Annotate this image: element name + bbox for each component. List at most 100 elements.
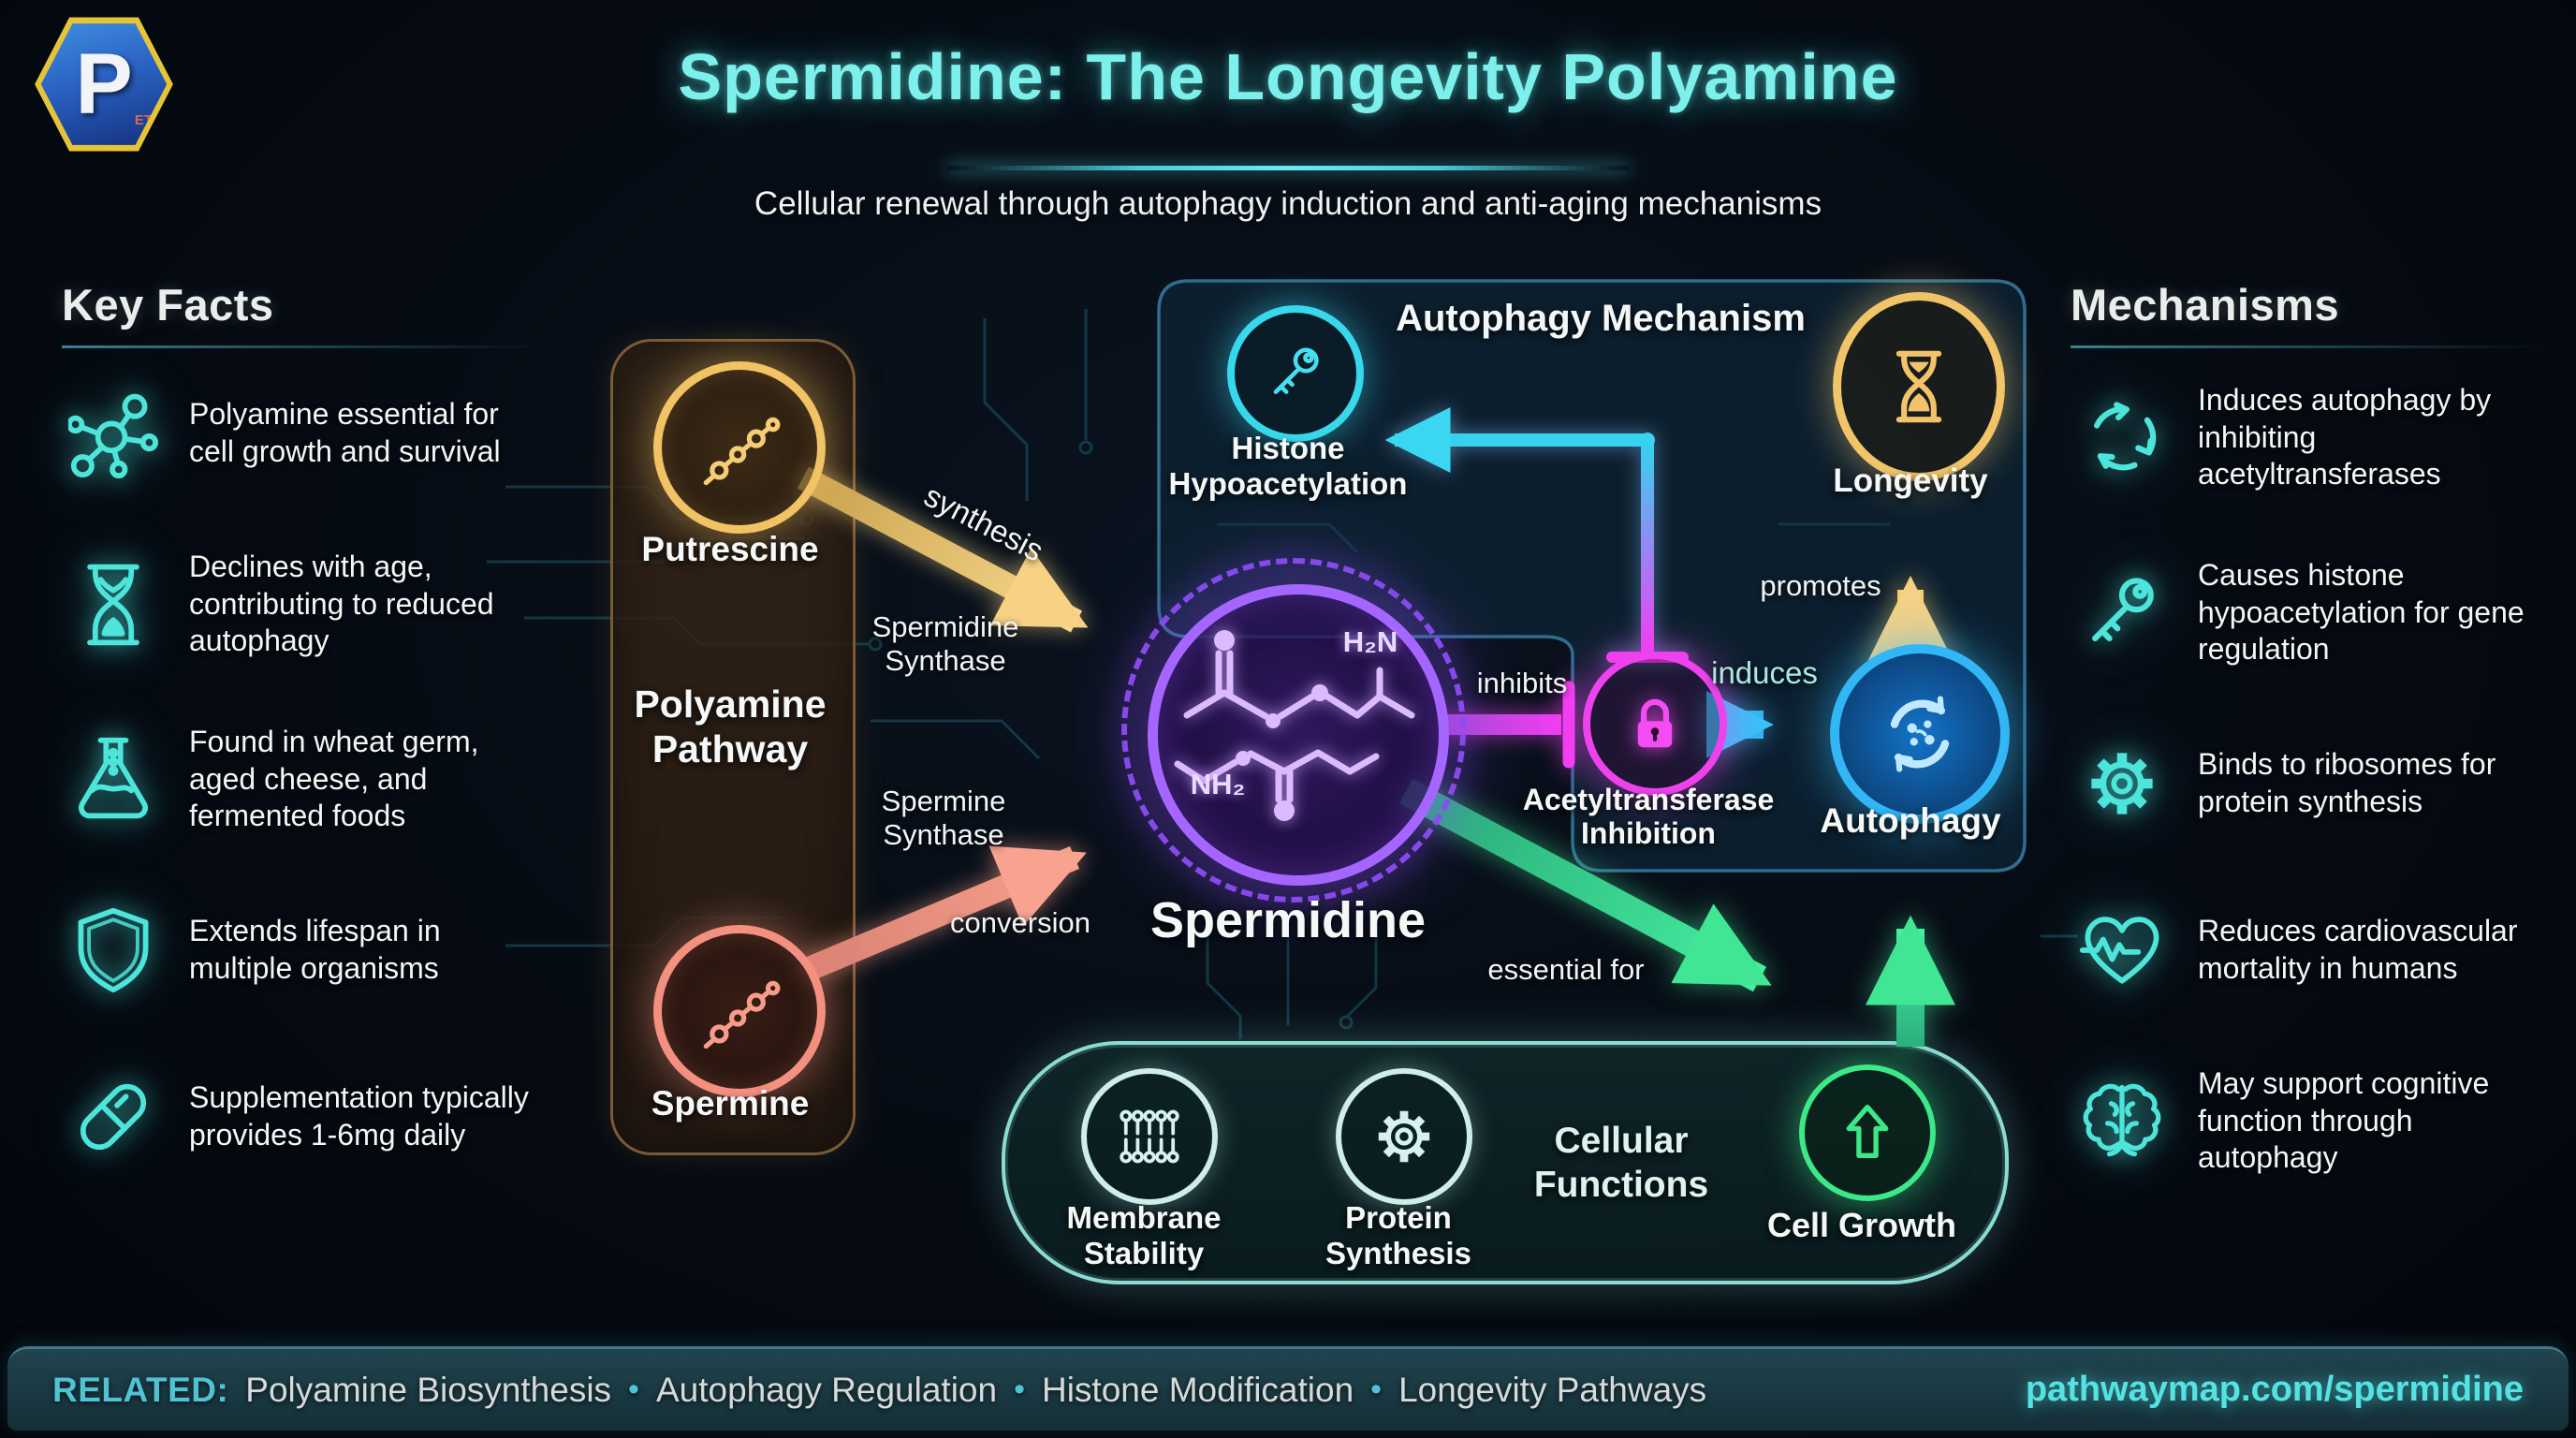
key-fact-text: Extends lifespan in multiple organisms: [189, 914, 441, 986]
longevity-node: [1833, 292, 2005, 481]
mechanism-item: Reduces cardiovascular mortality in huma…: [2071, 899, 2543, 1002]
key-fact-item: Extends lifespan in multiple organisms: [62, 899, 544, 1002]
shield-icon: [62, 899, 165, 1002]
key-fact-text: Supplementation typically provides 1-6mg…: [189, 1080, 529, 1152]
logo-subtext: ET: [134, 112, 153, 128]
molecule-chain-icon: [703, 417, 781, 486]
mechanism-item: May support cognitive function through a…: [2071, 1065, 2543, 1177]
mechanisms-section: Mechanisms Induces autophagy by inhibiti…: [2071, 279, 2543, 1240]
cell-growth-node: [1799, 1064, 1936, 1201]
molecule-icon: [62, 382, 165, 485]
mechanism-text: May support cognitive function through a…: [2198, 1066, 2490, 1175]
key-fact-item: Found in wheat germ, aged cheese, and fe…: [62, 724, 544, 835]
related-topic: Longevity Pathways: [1398, 1370, 1707, 1409]
autophagy-mechanism-panel: [1157, 279, 2027, 873]
title-underline: [946, 166, 1630, 170]
nh2-amine-label: NH₂: [1190, 768, 1246, 800]
pill-icon: [62, 1065, 165, 1168]
autophagy-cycle-icon: [1890, 696, 1950, 772]
related-topic: Autophagy Regulation: [655, 1370, 998, 1409]
spermine-node: [653, 925, 826, 1097]
key-fact-item: Supplementation typically provides 1-6mg…: [62, 1065, 544, 1168]
essential-for-arrow: [1398, 778, 1772, 992]
hourglass-gold-icon: [1895, 350, 1942, 423]
key-fact-item: Declines with age, contributing to reduc…: [62, 549, 544, 660]
mechanism-text: Binds to ribosomes for protein synthesis: [2198, 747, 2496, 819]
hourglass-icon: [62, 553, 165, 656]
lock-icon: [1637, 698, 1673, 748]
membrane-stability-label: Membrane Stability: [1066, 1200, 1222, 1270]
h2n-amine-label: H₂N: [1342, 625, 1398, 658]
logo-hexagon: P ET: [35, 17, 173, 152]
key-fact-text: Declines with age, contributing to reduc…: [189, 550, 494, 658]
brain-icon: [2071, 1070, 2174, 1173]
cellular-functions-title: Cellular Functions: [1533, 1121, 1709, 1205]
mechanism-item: Binds to ribosomes for protein synthesis: [2071, 732, 2543, 835]
key-facts-heading: Key Facts: [62, 280, 274, 330]
spermidine-dashed-ring: [1121, 558, 1466, 902]
related-topics: RELATED: Polyamine Biosynthesis • Autoph…: [52, 1371, 1706, 1410]
mechanism-item: Induces autophagy by inhibiting acetyltr…: [2071, 382, 2543, 493]
key-icon: [2071, 562, 2174, 665]
acetyltransferase-node: [1583, 652, 1727, 796]
longevity-label: Longevity: [1833, 462, 1988, 499]
conversion-arrow: [801, 845, 1087, 981]
spermidine-label: Spermidine: [1149, 892, 1427, 948]
pathway-box-title: Polyamine Pathway: [634, 682, 827, 771]
synthesis-arrow: [797, 466, 1089, 633]
spermidine-molecule-structure: [1174, 630, 1415, 821]
page-subtitle: Cellular renewal through autophagy induc…: [754, 185, 1822, 222]
cycle-icon: [2071, 387, 2174, 490]
gear-icon: [2071, 732, 2174, 835]
acetyltransferase-label: Acetyltransferase Inhibition: [1522, 783, 1775, 851]
bullet-separator: •: [1014, 1372, 1025, 1407]
membrane-stability-node: [1081, 1068, 1218, 1205]
logo-letter: P: [75, 36, 133, 132]
putrescine-node: [653, 361, 826, 534]
essential-for-edge-label: essential for: [1487, 953, 1645, 986]
molecule-chain-icon: [703, 980, 781, 1049]
mechanisms-divider: [2071, 345, 2543, 348]
mechanism-text: Causes histone hypoacetylation for gene …: [2198, 558, 2525, 667]
key-facts-section: Key Facts Polyamine essential for cell g…: [62, 279, 544, 1232]
spermidine-synthase-label: Spermidine Synthase: [871, 610, 1019, 677]
protein-synthesis-label: Protein Synthesis: [1325, 1200, 1471, 1270]
autophagy-label: Autophagy: [1820, 801, 2001, 840]
spermine-label: Spermine: [651, 1084, 810, 1123]
histone-label: Histone Hypoacetylation: [1168, 431, 1408, 502]
mechanism-item: Causes histone hypoacetylation for gene …: [2071, 557, 2543, 668]
histone-node: [1227, 305, 1364, 442]
bullet-separator: •: [1370, 1372, 1383, 1407]
heart-pulse-icon: [2071, 899, 2174, 1002]
membrane-bilayer-icon: [1120, 1109, 1179, 1164]
spermine-synthase-label: Spermine Synthase: [881, 785, 1006, 851]
conversion-edge-label: conversion: [950, 906, 1090, 939]
protein-synthesis-node: [1336, 1068, 1472, 1205]
autophagy-box-title: Autophagy Mechanism: [1396, 298, 1806, 339]
up-arrow-icon: [1846, 1104, 1889, 1158]
footer-url[interactable]: pathwaymap.com/spermidine: [2025, 1370, 2524, 1409]
spermidine-node: [1148, 584, 1449, 886]
flask-icon: [62, 728, 165, 831]
cell-growth-label: Cell Growth: [1766, 1206, 1956, 1244]
related-topic: Polyamine Biosynthesis: [245, 1370, 612, 1409]
autophagy-node: [1830, 644, 2010, 824]
key-facts-divider: [62, 345, 544, 348]
key-fact-item: Polyamine essential for cell growth and …: [62, 382, 544, 485]
mechanism-text: Induces autophagy by inhibiting acetyltr…: [2198, 383, 2492, 492]
induces-edge-label: induces: [1711, 655, 1818, 690]
related-topic: Histone Modification: [1041, 1370, 1354, 1409]
key-icon: [1273, 347, 1319, 394]
key-fact-text: Polyamine essential for cell growth and …: [189, 397, 501, 468]
mechanisms-heading: Mechanisms: [2071, 280, 2340, 330]
bullet-separator: •: [628, 1372, 639, 1407]
putrescine-label: Putrescine: [641, 530, 819, 568]
mechanism-text: Reduces cardiovascular mortality in huma…: [2198, 914, 2518, 986]
key-fact-text: Found in wheat germ, aged cheese, and fe…: [189, 725, 479, 833]
gear-icon: [1378, 1110, 1430, 1163]
inhibits-edge-label: inhibits: [1476, 667, 1568, 699]
page-title: Spermidine: The Longevity Polyamine: [678, 40, 1898, 113]
